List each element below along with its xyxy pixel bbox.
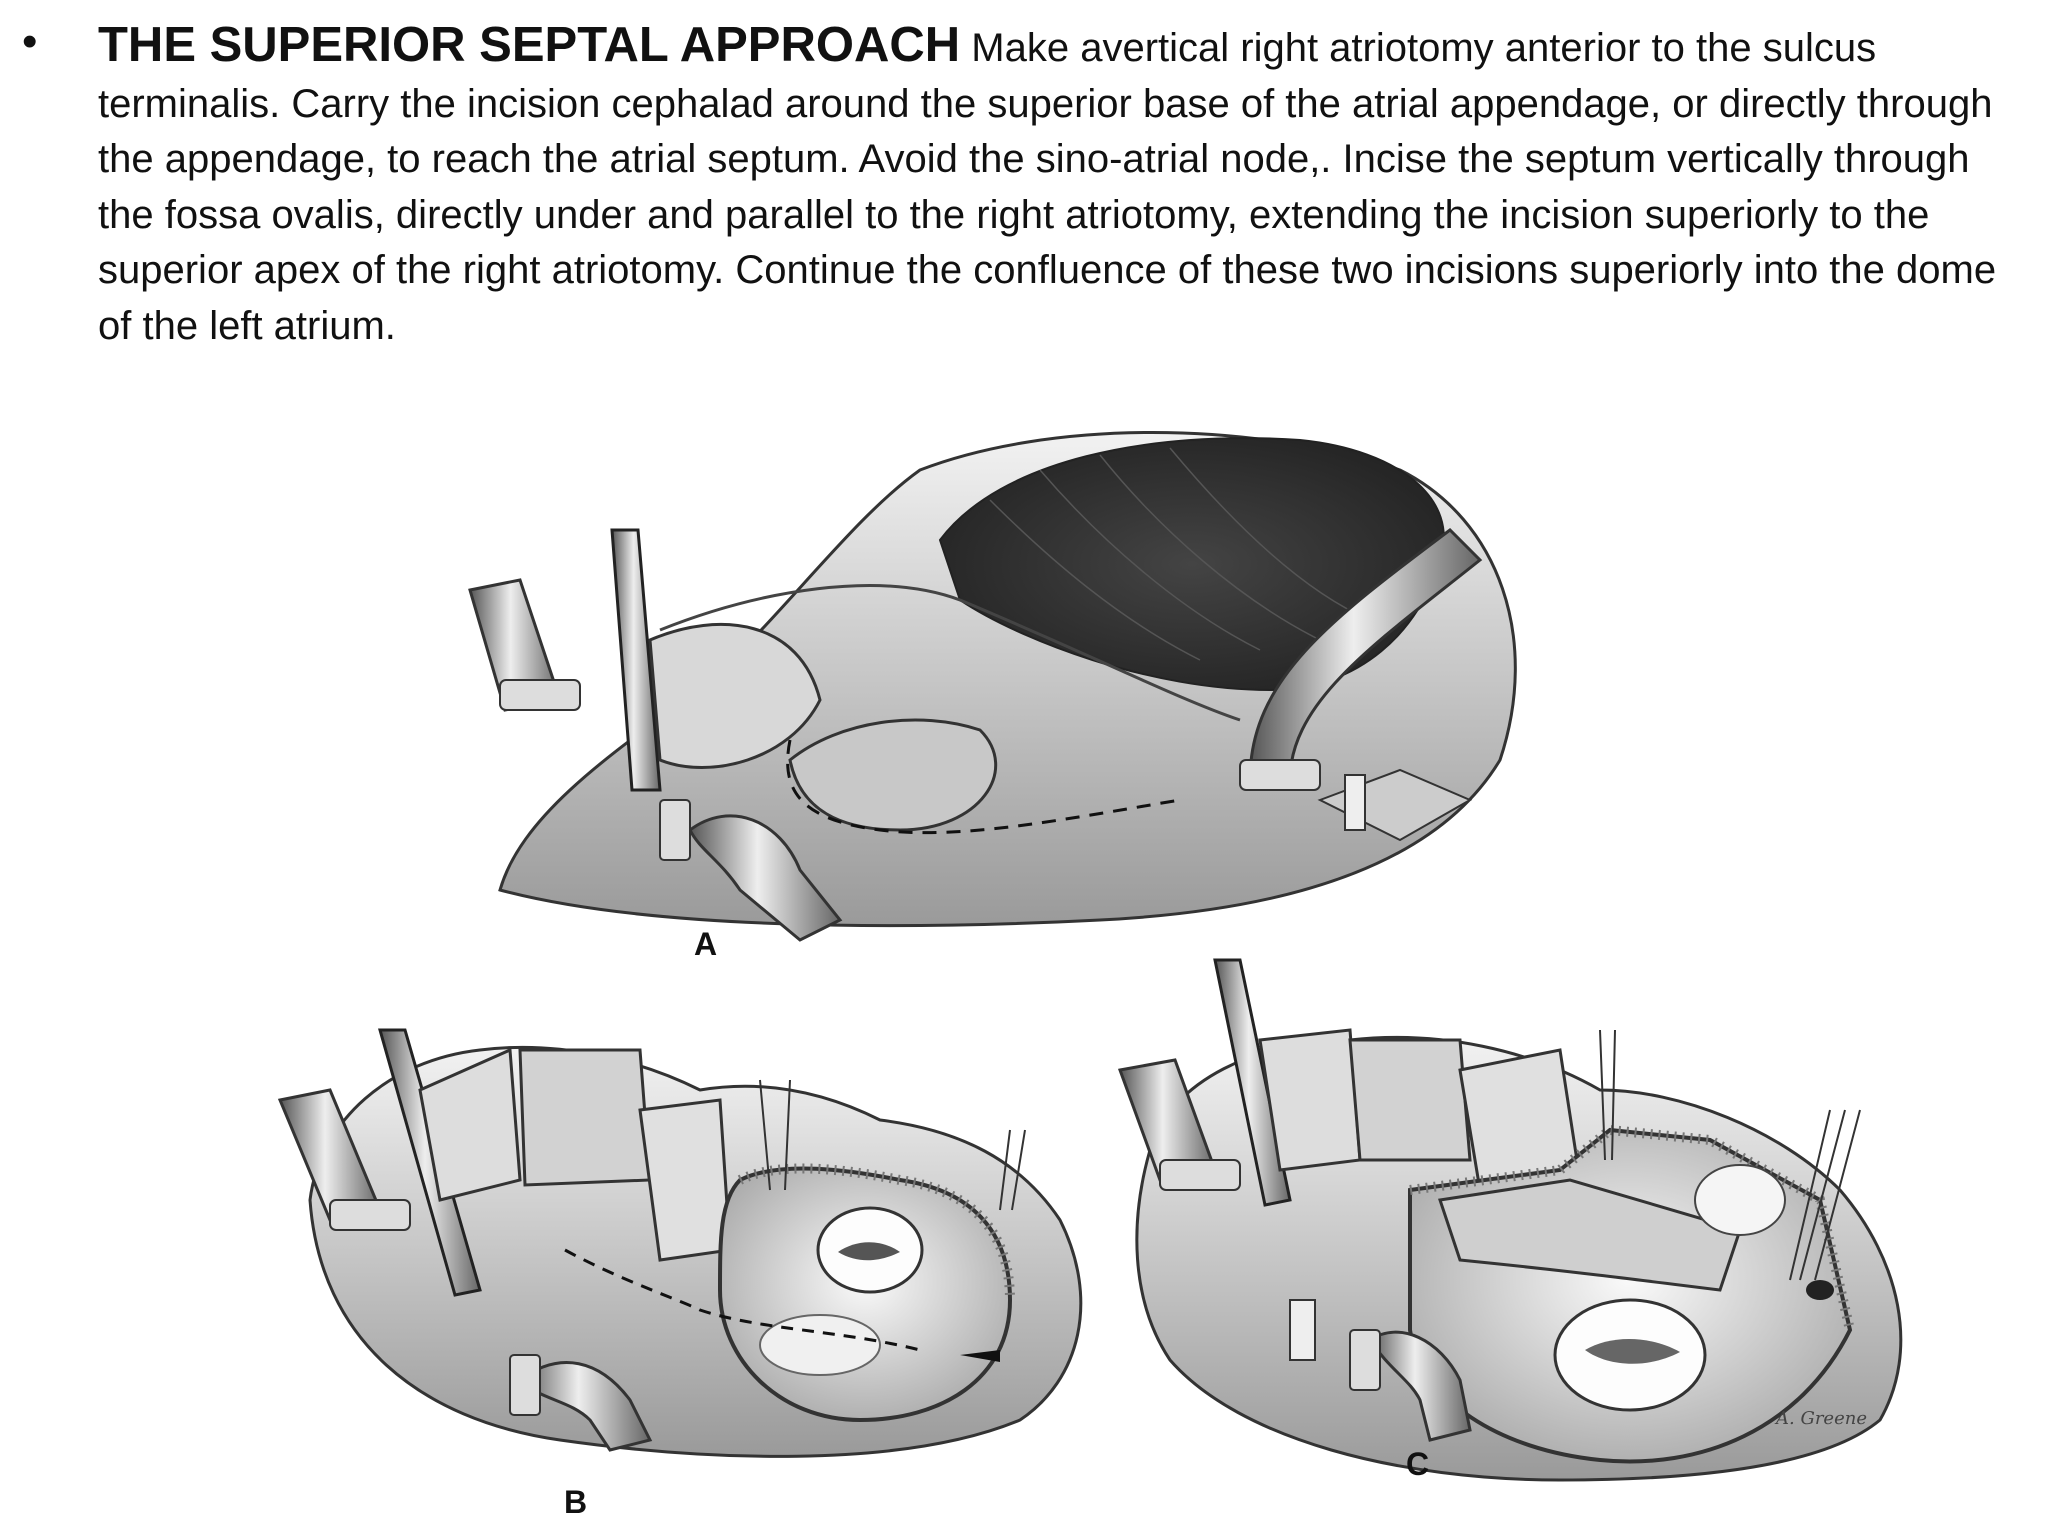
figure-b-label: B (564, 1484, 588, 1520)
figure-a-label: A (694, 926, 718, 962)
figure-c-label: C (1406, 1446, 1430, 1482)
bullet-marker: • (22, 17, 38, 66)
figure-b (277, 1028, 1083, 1458)
section-heading: THE SUPERIOR SEPTAL APPROACH (98, 18, 961, 72)
description-paragraph: THE SUPERIOR SEPTAL APPROACH Make averti… (98, 18, 1998, 354)
figure-c (1117, 958, 1903, 1482)
description-body: Make avertical right atriotomy anterior … (98, 26, 1997, 348)
artist-signature: A. Greene (1776, 1408, 1867, 1429)
figure-a (468, 431, 1517, 942)
